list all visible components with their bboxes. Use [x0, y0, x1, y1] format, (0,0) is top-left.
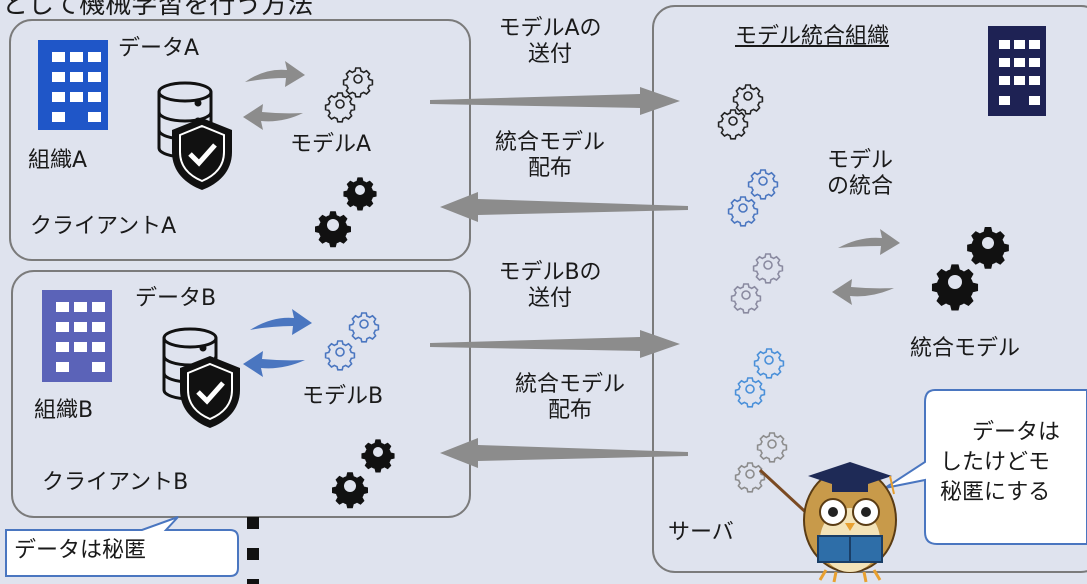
model-a-gears-icon — [324, 67, 374, 123]
owl-teacher-icon — [758, 462, 897, 583]
integration-arrows-icon — [832, 229, 900, 305]
callout-right-text: データは — [972, 418, 1060, 448]
server-gears-4-icon — [734, 348, 785, 408]
server-gears-2-icon — [727, 169, 779, 227]
integrated-model-label: 統合モデル — [910, 336, 1021, 361]
callout-right-line3: 秘匿にする — [940, 480, 1051, 505]
integrated-model-a-gears-icon — [315, 177, 377, 248]
ellipsis-dot-2 — [247, 548, 259, 560]
data-a-label: データA — [118, 36, 200, 61]
shield-b-icon — [180, 356, 240, 428]
integrated-model-b-gears-icon — [332, 439, 395, 509]
ellipsis-dot-3 — [247, 579, 259, 584]
client-a-label: クライアントA — [30, 214, 177, 239]
callout-right-text-2: したけどモ 秘匿にする — [940, 448, 1050, 508]
distribute-a-arrow — [440, 192, 688, 222]
send-b-label-line2: 送付 — [527, 286, 572, 312]
org-b-label: 組織B — [34, 398, 94, 423]
distribute-b-arrow — [440, 438, 688, 468]
callout-left-text: データは秘匿 — [14, 538, 147, 563]
model-b-label: モデルB — [302, 384, 384, 409]
send-a-label: モデルAの 送付 — [480, 16, 620, 69]
dist-a-label-line1: 統合モデル — [494, 130, 605, 155]
building-b-icon — [42, 290, 112, 382]
send-a-label-line1: モデルAの — [498, 16, 602, 41]
model-a-label: モデルA — [290, 132, 372, 157]
server-gears-5-icon — [734, 432, 788, 493]
send-b-arrow — [430, 330, 680, 358]
integrated-model-gears-icon — [931, 227, 1009, 311]
ellipsis-dot-1 — [247, 517, 259, 529]
integrate-label: モデル の統合 — [800, 148, 920, 201]
send-b-label: モデルBの 送付 — [480, 260, 620, 313]
dist-b-label: 統合モデル 配布 — [490, 372, 650, 425]
exchange-arrows-b-icon — [243, 309, 312, 377]
building-a-icon — [38, 40, 108, 130]
integrate-label-line1: モデル — [826, 148, 893, 173]
integrate-label-line2: の統合 — [826, 174, 893, 200]
dist-b-label-line1: 統合モデル — [514, 372, 625, 397]
data-b-label: データB — [135, 286, 217, 311]
callout-right-bubble — [884, 389, 1087, 545]
dist-a-label-line2: 配布 — [527, 156, 572, 182]
callout-left-bubble — [5, 516, 239, 577]
exchange-arrows-a-icon — [243, 61, 305, 130]
send-a-arrow — [430, 87, 680, 115]
dist-b-label-line2: 配布 — [547, 398, 592, 424]
model-b-gears-icon — [324, 312, 380, 371]
server-label: サーバ — [668, 520, 734, 545]
server-gears-3-icon — [730, 253, 784, 314]
org-a-label: 組織A — [28, 148, 88, 173]
client-b-label: クライアントB — [42, 470, 189, 495]
callout-right-line2: したけどモ — [940, 450, 1051, 475]
send-b-label-line1: モデルBの — [498, 260, 602, 285]
client-b-panel — [11, 270, 471, 518]
shield-a-icon — [172, 118, 232, 190]
dist-a-label: 統合モデル 配布 — [470, 130, 630, 183]
callout-right-line1: データは — [972, 420, 1061, 445]
server-title: モデル統合組織 — [735, 24, 890, 49]
server-gears-1-icon — [717, 84, 764, 140]
building-server-icon — [988, 26, 1046, 116]
send-a-label-line2: 送付 — [527, 42, 572, 68]
top-title: として機械学習を行う方法 — [2, 0, 314, 20]
